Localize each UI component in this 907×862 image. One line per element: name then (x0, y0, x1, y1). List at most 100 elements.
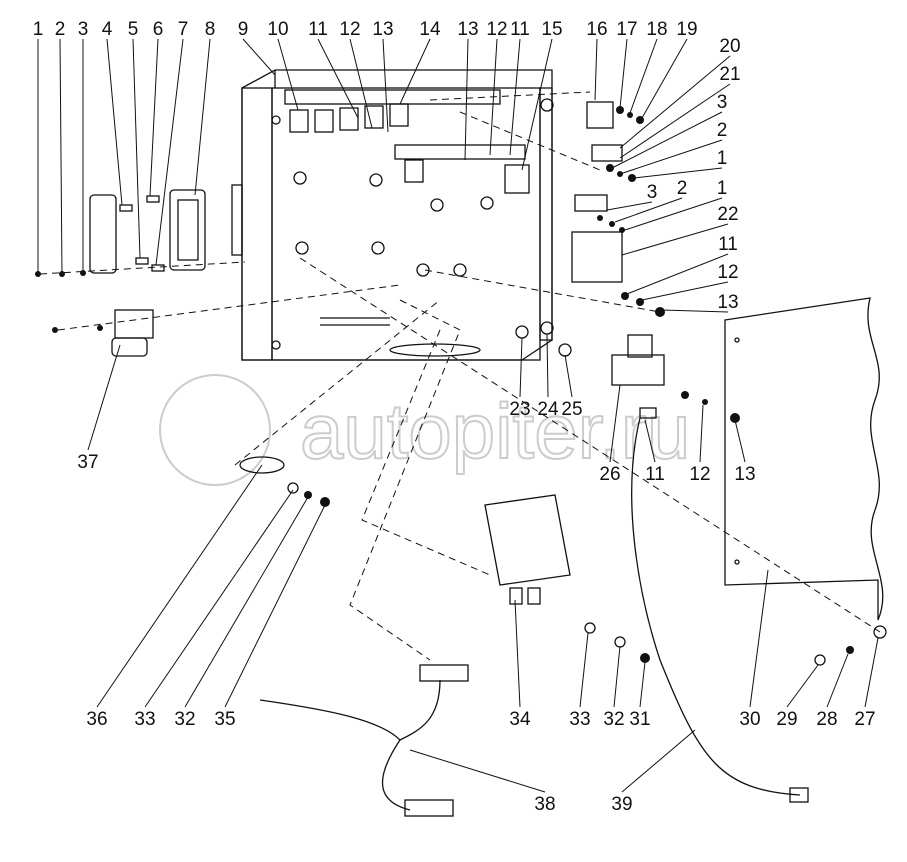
ignition-switch (611, 334, 665, 419)
battery-switch (52, 284, 401, 357)
callout-label: 33 (569, 709, 590, 730)
leader-line (864, 637, 879, 708)
callout-label: 26 (599, 464, 620, 485)
leader-line (546, 333, 549, 398)
leader-line (155, 38, 184, 266)
callout-label: 23 (509, 399, 530, 420)
callout-label: 4 (102, 19, 113, 40)
callout-label: 19 (676, 19, 697, 40)
callout-label: 12 (339, 19, 360, 40)
leader-line (609, 384, 621, 463)
leader-line (144, 489, 294, 708)
callout-label: 5 (128, 19, 139, 40)
leader-line (626, 253, 729, 295)
leader-line (349, 38, 373, 129)
callout-label: 11 (718, 234, 738, 255)
leader-line (59, 38, 63, 275)
callout-label: 7 (178, 19, 189, 40)
callout-label: 2 (55, 19, 66, 40)
cover-panel (299, 257, 887, 666)
leader-line (734, 419, 746, 463)
watermark: autopiter.ru (159, 374, 691, 486)
callout-label: 8 (205, 19, 216, 40)
leader-line (661, 309, 729, 313)
leader-line (641, 38, 688, 119)
control-box (231, 69, 554, 361)
leader-lines (37, 38, 879, 793)
leader-line (621, 223, 729, 256)
callout-label: 6 (153, 19, 164, 40)
bottom-parts (234, 299, 650, 817)
callout-label: 25 (561, 399, 582, 420)
callout-label: 20 (719, 36, 740, 57)
callout-label: 9 (238, 19, 249, 40)
leader-line (619, 139, 723, 175)
relays (289, 103, 530, 194)
callout-label: 11 (510, 19, 530, 40)
leader-line (224, 504, 326, 708)
leader-line (786, 664, 819, 708)
callout-label: 32 (603, 709, 624, 730)
leader-line (613, 645, 621, 708)
callout-label: 3 (78, 19, 89, 40)
leader-line (399, 38, 431, 105)
leader-line (614, 197, 683, 223)
callout-label: 34 (509, 709, 531, 730)
leader-line (629, 38, 658, 114)
leader-line (149, 38, 159, 197)
leader-line (644, 419, 656, 463)
connector-parts (35, 189, 246, 277)
callout-label: 13 (457, 19, 478, 40)
leader-line (611, 111, 723, 169)
mounting-studs (271, 98, 554, 350)
leader-line (106, 38, 123, 206)
leader-line (509, 38, 521, 156)
leader-line (624, 197, 723, 231)
leader-line (132, 38, 141, 259)
callout-label: 15 (541, 19, 562, 40)
callout-label: 11 (308, 19, 328, 40)
callout-label: 1 (33, 19, 44, 40)
callout-label: 13 (734, 464, 755, 485)
leader-line (409, 749, 546, 793)
leader-line (639, 661, 646, 708)
callout-label: 36 (86, 709, 107, 730)
leader-line (619, 55, 731, 149)
leader-line (514, 599, 521, 708)
callout-label: 2 (717, 120, 728, 141)
watermark-text: autopiter.ru (300, 387, 690, 475)
callout-label: 39 (611, 794, 632, 815)
leader-line (633, 167, 723, 179)
callout-label: 3 (717, 92, 728, 113)
leader-line (96, 464, 263, 708)
callout-label: 32 (174, 709, 195, 730)
callout-label: 29 (776, 709, 797, 730)
callout-label: 10 (267, 19, 288, 40)
leader-line (382, 38, 389, 133)
callout-label: 2 (677, 178, 688, 199)
callout-label: 30 (739, 709, 760, 730)
callout-label: 24 (537, 399, 559, 420)
callout-label: 18 (646, 19, 667, 40)
leader-line (489, 38, 498, 156)
leader-line (606, 201, 653, 211)
callout-label: 13 (717, 292, 738, 313)
leader-line (594, 38, 598, 101)
callout-label: 22 (717, 204, 738, 225)
leader-line (242, 38, 276, 76)
leader-line (564, 354, 573, 398)
leader-line (521, 38, 553, 171)
leader-line (317, 38, 359, 119)
callout-label: 1 (717, 148, 728, 169)
leader-line (519, 337, 523, 398)
leader-line (277, 38, 299, 111)
leader-line (87, 344, 121, 451)
leader-line (621, 729, 696, 793)
leader-line (826, 653, 849, 708)
leader-line (184, 496, 309, 708)
callout-label: 28 (816, 709, 837, 730)
callout-label: 38 (534, 794, 555, 815)
callout-label: 12 (717, 262, 738, 283)
callout-label: 35 (214, 709, 235, 730)
